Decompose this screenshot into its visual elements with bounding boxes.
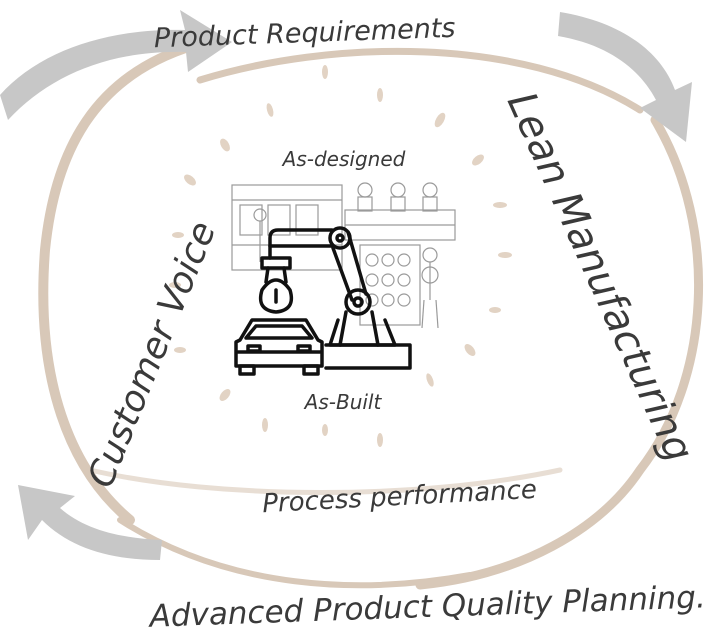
label-customer-voice: Customer Voice xyxy=(80,216,224,494)
label-as-designed: As-designed xyxy=(281,147,406,171)
ray-decorations xyxy=(169,65,512,447)
arrow-top-left xyxy=(0,10,232,120)
cycle-arrows xyxy=(0,10,692,560)
arrow-bottom-left xyxy=(18,485,162,560)
car-icon xyxy=(234,318,324,376)
label-as-built: As-Built xyxy=(303,390,383,414)
arrow-top-right xyxy=(558,12,692,142)
label-process-performance: Process performance xyxy=(262,475,538,519)
robot-arm-icon xyxy=(258,226,412,370)
cycle-ring xyxy=(38,40,704,590)
factory-background-icon xyxy=(231,182,456,329)
